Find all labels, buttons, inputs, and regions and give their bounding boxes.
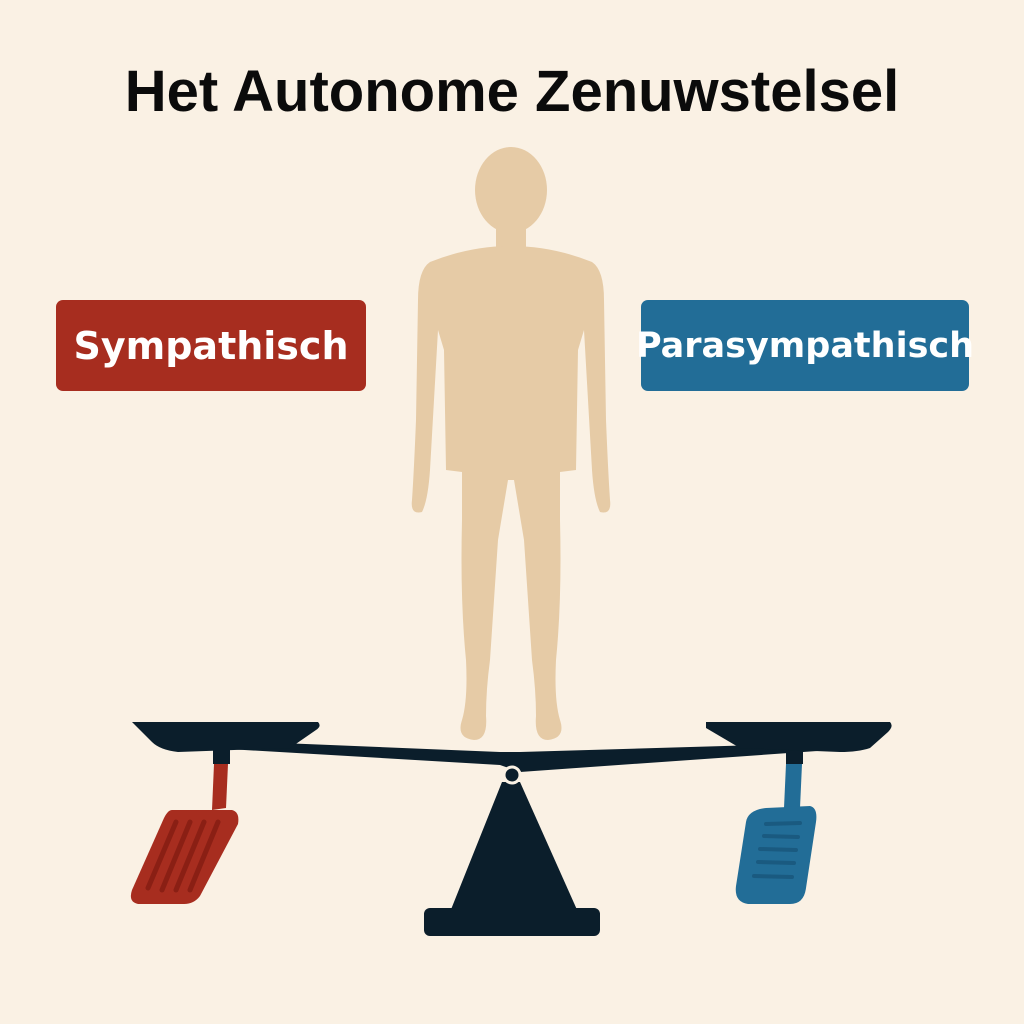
diagram-title: Het Autonome Zenuwstelsel: [124, 59, 900, 124]
sympathetic-label-text: Sympathisch: [73, 323, 349, 368]
sympathetic-label: Sympathisch: [56, 300, 366, 391]
parasympathetic-label: Parasympathisch: [636, 300, 974, 391]
gas-pedal-icon: [130, 764, 239, 904]
human-figure-icon: [411, 147, 611, 740]
parasympathetic-label-text: Parasympathisch: [635, 325, 975, 366]
balance-scale-icon: [132, 722, 892, 936]
brake-pedal-icon: [735, 764, 817, 904]
